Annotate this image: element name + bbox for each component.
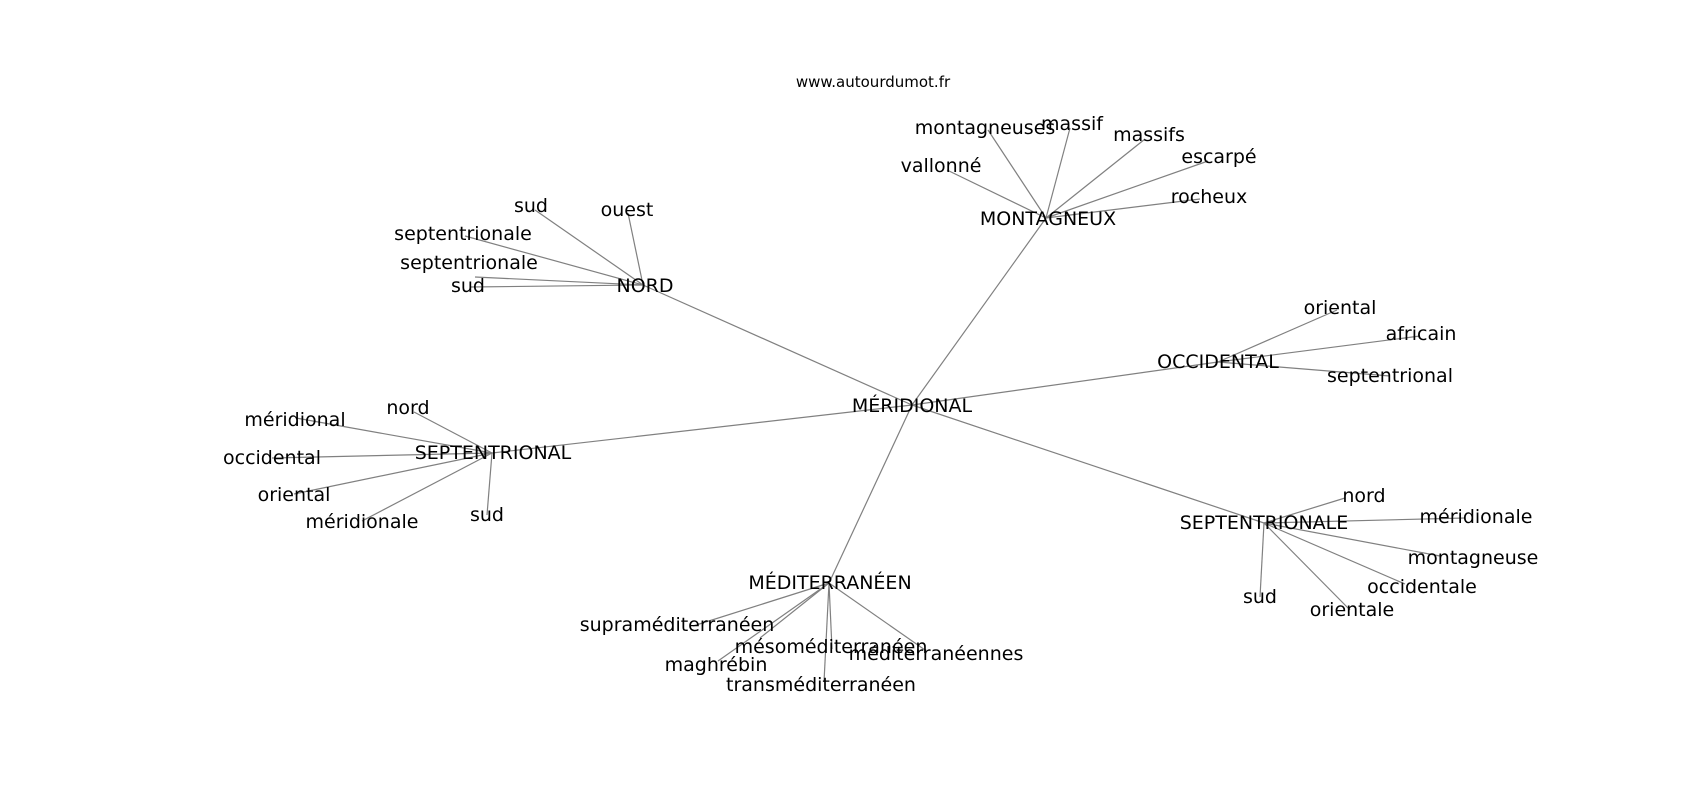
edge-mediterraneen-leaf xyxy=(692,582,830,627)
leaf-node-label[interactable]: méditerranéennes xyxy=(849,643,1024,665)
edge-occidental-leaf xyxy=(1217,335,1421,363)
edge-nord-leaf xyxy=(469,284,644,288)
edge-center-nord xyxy=(642,284,913,406)
hub-node-label[interactable]: MONTAGNEUX xyxy=(980,208,1116,230)
edge-septentrionale-leaf xyxy=(1263,497,1346,524)
hub-node-label[interactable]: NORD xyxy=(617,275,674,297)
edge-montagneux-leaf xyxy=(1045,138,1146,219)
edge-nord-leaf xyxy=(534,209,644,286)
leaf-node-label[interactable]: massif xyxy=(1041,113,1104,135)
edge-center-occidental xyxy=(911,361,1219,406)
leaf-node-label[interactable]: oriental xyxy=(1304,297,1377,319)
leaf-node-label[interactable]: méridional xyxy=(244,409,345,431)
edge-septentrional-leaf xyxy=(295,417,493,454)
leaf-node-label[interactable]: africain xyxy=(1386,323,1457,345)
leaf-node-label[interactable]: montagneuses xyxy=(915,117,1056,139)
leaf-node-label[interactable]: sud xyxy=(470,504,504,526)
edge-mediterraneen-leaf xyxy=(717,582,830,662)
edge-septentrional-leaf xyxy=(271,452,493,459)
hub-node-label[interactable]: SEPTENTRIONALE xyxy=(1180,512,1349,534)
leaf-node-label[interactable]: méridionale xyxy=(1420,506,1533,528)
leaf-node-label[interactable]: nord xyxy=(386,397,429,419)
leaf-node-label[interactable]: septentrional xyxy=(1327,365,1453,387)
edge-center-septentrional xyxy=(491,404,913,454)
leaf-node-label[interactable]: montagneuse xyxy=(1408,547,1539,569)
labels-layer: www.autourdumot.fr MÉRIDIONAL NORD sud o… xyxy=(223,73,1538,696)
leaf-node-label[interactable]: sud xyxy=(451,275,485,297)
edge-montagneux-leaf xyxy=(1045,198,1201,219)
edge-montagneux-leaf xyxy=(946,169,1047,219)
edge-montagneux-leaf xyxy=(1045,160,1209,219)
edge-septentrionale-leaf xyxy=(1263,522,1406,585)
leaf-node-label[interactable]: vallonné xyxy=(901,155,982,177)
edge-center-mediterraneen xyxy=(828,404,913,584)
edge-center-montagneux xyxy=(911,217,1047,406)
leaf-node-label[interactable]: orientale xyxy=(1310,599,1395,621)
leaf-node-label[interactable]: septentrionale xyxy=(400,252,538,274)
hub-node-label[interactable]: MÉDITERRANÉEN xyxy=(748,571,911,594)
leaf-node-label[interactable]: méridionale xyxy=(306,511,419,533)
leaf-node-label[interactable]: occidental xyxy=(223,447,321,469)
leaf-node-label[interactable]: massifs xyxy=(1113,124,1185,146)
leaf-node-label[interactable]: supraméditerranéen xyxy=(580,614,775,636)
edge-center-septentrionale xyxy=(911,404,1265,524)
edge-septentrional-leaf xyxy=(293,452,493,495)
leaf-node-label[interactable]: nord xyxy=(1342,485,1385,507)
edge-septentrional-leaf xyxy=(486,452,493,516)
edge-nord-leaf xyxy=(464,235,644,286)
edge-mediterraneen-leaf xyxy=(828,582,926,651)
hub-node-label[interactable]: OCCIDENTAL xyxy=(1157,351,1279,373)
edge-mediterraneen-leaf xyxy=(823,582,830,683)
edge-occidental-leaf xyxy=(1217,361,1391,377)
edge-montagneux-leaf xyxy=(987,129,1047,219)
edge-mediterraneen-leaf xyxy=(828,582,833,650)
leaf-node-label[interactable]: septentrionale xyxy=(394,223,532,245)
edge-septentrional-leaf xyxy=(413,411,493,454)
edge-mediterraneen-leaf xyxy=(759,582,830,639)
edge-nord-leaf xyxy=(627,212,644,286)
leaf-node-label[interactable]: escarpé xyxy=(1181,146,1256,168)
leaf-node-label[interactable]: maghrébin xyxy=(665,654,768,676)
leaf-node-label[interactable]: transméditerranéen xyxy=(726,674,916,696)
edge-nord-leaf xyxy=(474,276,644,286)
source-url[interactable]: www.autourdumot.fr xyxy=(796,73,951,91)
leaf-node-label[interactable]: rocheux xyxy=(1171,186,1247,208)
leaf-node-label[interactable]: sud xyxy=(514,195,548,217)
leaf-node-label[interactable]: ouest xyxy=(601,199,654,221)
edge-montagneux-leaf xyxy=(1045,127,1071,219)
leaf-node-label[interactable]: oriental xyxy=(258,484,331,506)
edge-septentrionale-leaf xyxy=(1259,522,1265,598)
edge-septentrionale-leaf xyxy=(1263,522,1351,611)
edge-septentrionale-leaf xyxy=(1263,522,1441,557)
edges-layer xyxy=(271,127,1466,683)
edge-occidental-leaf xyxy=(1217,309,1338,363)
edge-septentrionale-leaf xyxy=(1263,517,1466,524)
center-node-label[interactable]: MÉRIDIONAL xyxy=(852,394,973,417)
leaf-node-label[interactable]: mésoméditerranéen xyxy=(735,636,928,658)
leaf-node-label[interactable]: occidentale xyxy=(1367,576,1477,598)
hub-node-label[interactable]: SEPTENTRIONAL xyxy=(415,442,572,464)
edge-septentrional-leaf xyxy=(361,452,493,522)
leaf-node-label[interactable]: sud xyxy=(1243,586,1277,608)
